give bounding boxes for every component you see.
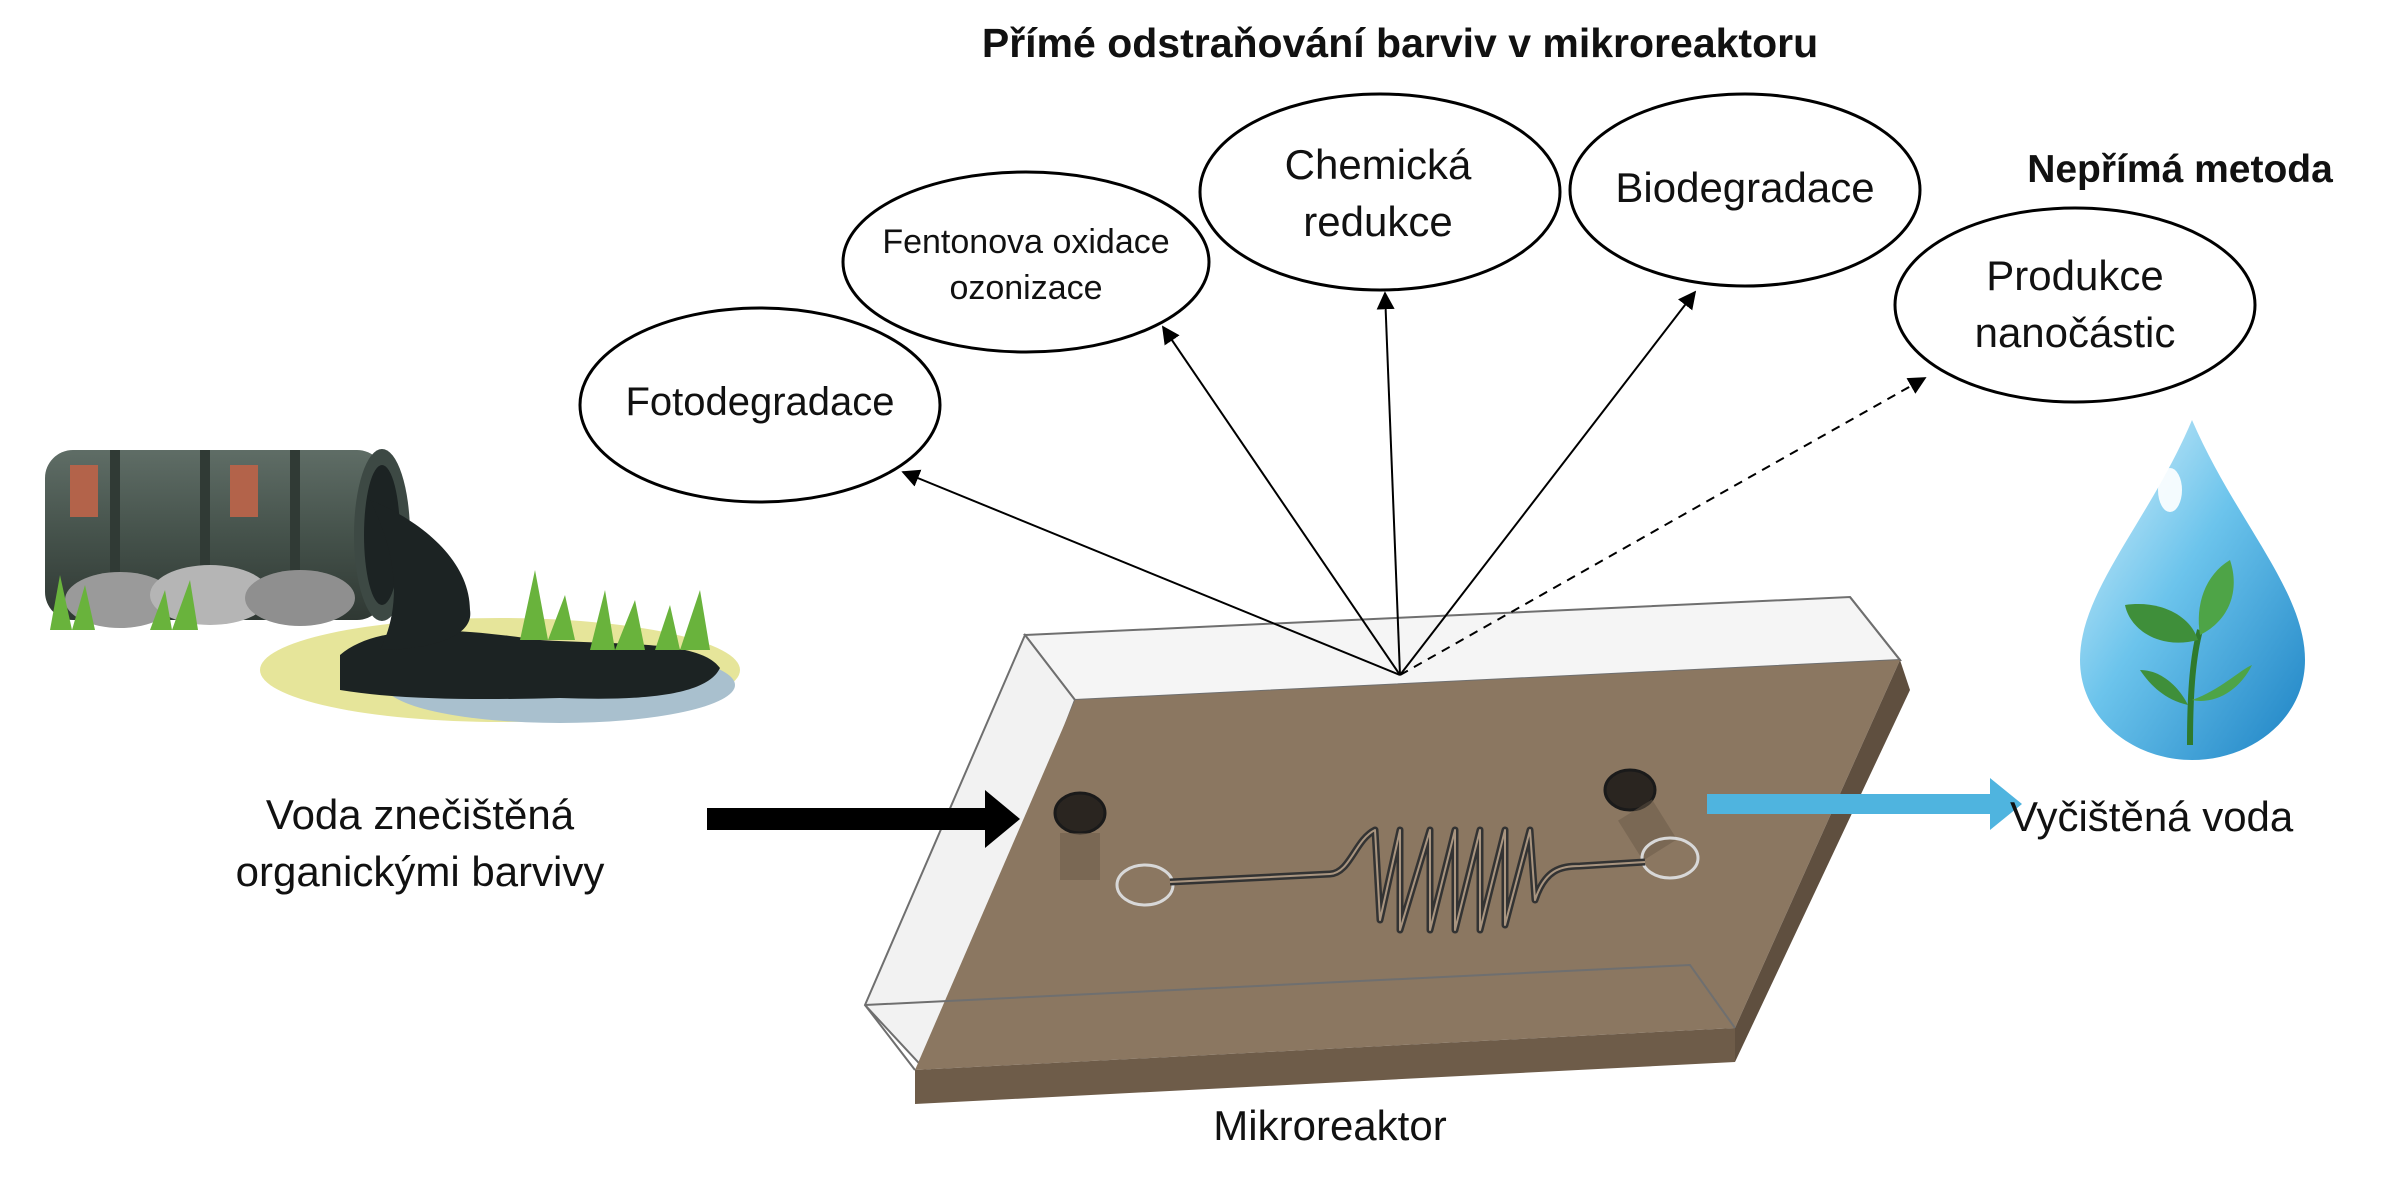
water-drop-with-plant-icon bbox=[2080, 420, 2305, 760]
oval-nanocastice bbox=[1893, 206, 2257, 404]
microreactor-chip bbox=[863, 595, 1910, 1104]
oval-biodegradace bbox=[1568, 92, 1922, 288]
arrow-to-chemicka bbox=[1376, 291, 1401, 676]
microreactor-label: Mikroreaktor bbox=[1213, 1102, 1447, 1149]
oval-fotodegradace bbox=[578, 306, 942, 504]
arrow-to-fotodegradace bbox=[901, 469, 1401, 676]
outflow-arrow bbox=[1707, 778, 2022, 830]
method-arrows bbox=[901, 290, 1927, 676]
input-water-label: Voda znečištěná organickými barvivy bbox=[235, 791, 605, 895]
indirect-method-label: Nepřímá metoda bbox=[2027, 148, 2333, 191]
method-label-fotodegradace: Fotodegradace bbox=[625, 380, 895, 424]
leaking-barrel-icon bbox=[45, 449, 740, 723]
arrow-to-fenton bbox=[1161, 325, 1401, 676]
arrow-to-biodegradace bbox=[1399, 290, 1697, 676]
arrow-to-nanocastice bbox=[1399, 377, 1927, 676]
method-label-biodegradace: Biodegradace bbox=[1615, 164, 1875, 211]
diagram-title: Přímé odstraňování barviv v mikroreaktor… bbox=[981, 20, 1819, 66]
inflow-arrow bbox=[707, 790, 1020, 848]
method-label-fenton: Fentonova oxidace ozonizace bbox=[882, 223, 1170, 307]
output-water-label: Vyčištěná voda bbox=[2010, 793, 2294, 840]
oval-fenton bbox=[841, 170, 1211, 354]
oval-chemicka bbox=[1198, 92, 1562, 292]
method-label-chemicka: Chemická redukce bbox=[1284, 141, 1472, 245]
method-label-nanocastice: Produkce nanočástic bbox=[1974, 252, 2176, 356]
